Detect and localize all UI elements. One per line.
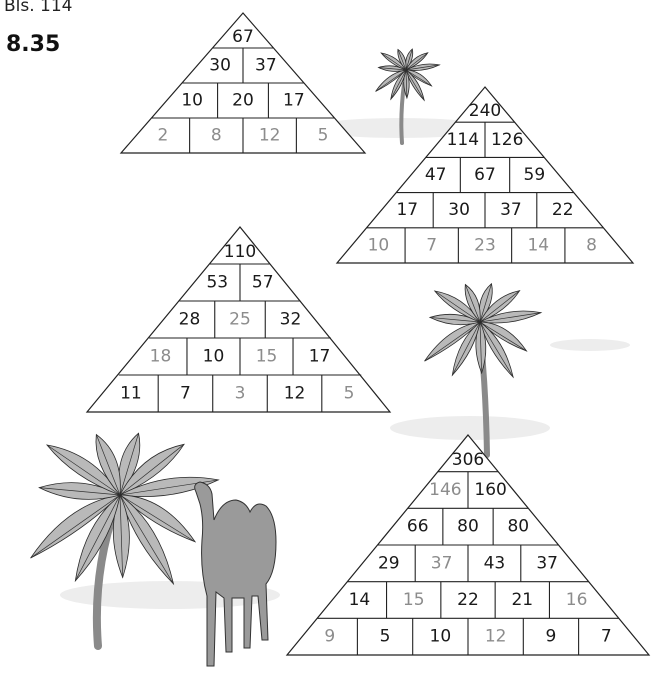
pyramid-cell-given: 240 — [469, 101, 501, 121]
pyramid-cell-given: 22 — [552, 200, 574, 220]
pyramid-cell-answer: 9 — [324, 627, 335, 647]
pyramid-4: 306 146 160 66 80 80 29 37 43 37 14 15 22 21 16 9 5 10 12 9… — [287, 435, 649, 655]
pyramid-cell-given: 67 — [474, 165, 496, 185]
pyramid-cell-given: 43 — [484, 553, 506, 573]
pyramid-cell-answer: 2 — [158, 126, 169, 146]
pyramid-cell-answer: 25 — [229, 310, 251, 330]
pyramid-cell-given: 53 — [206, 273, 228, 293]
pyramid-cell-answer: 8 — [586, 235, 597, 255]
pyramid-cell-answer: 5 — [344, 384, 355, 404]
pyramid-cell-given: 66 — [407, 517, 429, 537]
pyramid-cell-given: 30 — [209, 56, 231, 76]
pyramid-cell-given: 30 — [448, 200, 470, 220]
pyramid-cell-given: 57 — [252, 273, 274, 293]
pyramid-cell-given: 110 — [224, 242, 256, 262]
pyramid-cell-answer: 18 — [150, 347, 172, 367]
pyramid-cell-given: 28 — [179, 310, 201, 330]
pyramid-cell-given: 22 — [457, 590, 479, 610]
pyramid-cell-given: 11 — [120, 384, 142, 404]
pyramid-cell-given: 67 — [232, 27, 254, 47]
pyramid-cell-answer: 23 — [474, 235, 496, 255]
pyramid-cell-given: 21 — [511, 590, 533, 610]
pyramid-cell-given: 7 — [180, 384, 191, 404]
pyramid-cell-given: 9 — [546, 627, 557, 647]
camel — [195, 482, 276, 666]
pyramid-cell-answer: 37 — [431, 553, 453, 573]
pyramid-cell-answer: 8 — [211, 126, 222, 146]
pyramid-cell-answer: 12 — [259, 126, 281, 146]
pyramid-cell-given: 32 — [280, 310, 302, 330]
ground-shadow — [390, 416, 550, 440]
pyramid-cell-answer: 3 — [235, 384, 246, 404]
pyramid-cell-given: 59 — [524, 165, 546, 185]
pyramid-cell-answer: 10 — [368, 235, 390, 255]
pyramid-cell-answer: 12 — [485, 627, 507, 647]
pyramid-cell-answer: 5 — [318, 126, 329, 146]
pyramid-2: 240 114 126 47 67 59 17 30 37 22 10 7 23 14 8 — [337, 87, 633, 263]
pyramid-cell-given: 17 — [396, 200, 418, 220]
pyramid-cell-answer: 146 — [429, 480, 461, 500]
pyramid-cell-given: 80 — [457, 517, 479, 537]
pyramid-cell-given: 10 — [203, 347, 225, 367]
palm-tree-large — [31, 433, 219, 646]
pyramid-cell-given: 37 — [255, 56, 277, 76]
pyramid-cell-given: 37 — [500, 200, 522, 220]
pyramid-cell-given: 7 — [601, 627, 612, 647]
pyramid-cell-answer: 15 — [256, 347, 278, 367]
pyramid-cell-given: 47 — [425, 165, 447, 185]
pyramid-cell-given: 5 — [380, 627, 391, 647]
ground-shadow — [550, 339, 630, 351]
pyramid-cell-given: 160 — [474, 480, 506, 500]
pyramid-cell-given: 20 — [232, 91, 254, 111]
pyramid-cell-answer: 16 — [566, 590, 588, 610]
pyramid-cell-given: 114 — [447, 130, 479, 150]
pyramid-cell-answer: 14 — [527, 235, 549, 255]
pyramid-cell-given: 37 — [536, 553, 558, 573]
pyramid-cell-given: 126 — [491, 130, 523, 150]
pyramid-cell-given: 29 — [378, 553, 400, 573]
pyramid-cell-given: 14 — [349, 590, 371, 610]
pyramid-cell-given: 306 — [452, 450, 484, 470]
pyramid-cell-answer: 7 — [426, 235, 437, 255]
camel-body — [195, 482, 276, 666]
pyramid-cell-given: 17 — [309, 347, 331, 367]
pyramid-cell-given: 12 — [284, 384, 306, 404]
pyramid-cell-given: 10 — [430, 627, 452, 647]
pyramid-cell-answer: 15 — [403, 590, 425, 610]
pyramid-cell-given: 17 — [283, 91, 305, 111]
pyramid-cell-given: 10 — [181, 91, 203, 111]
pyramid-cell-given: 80 — [507, 517, 529, 537]
